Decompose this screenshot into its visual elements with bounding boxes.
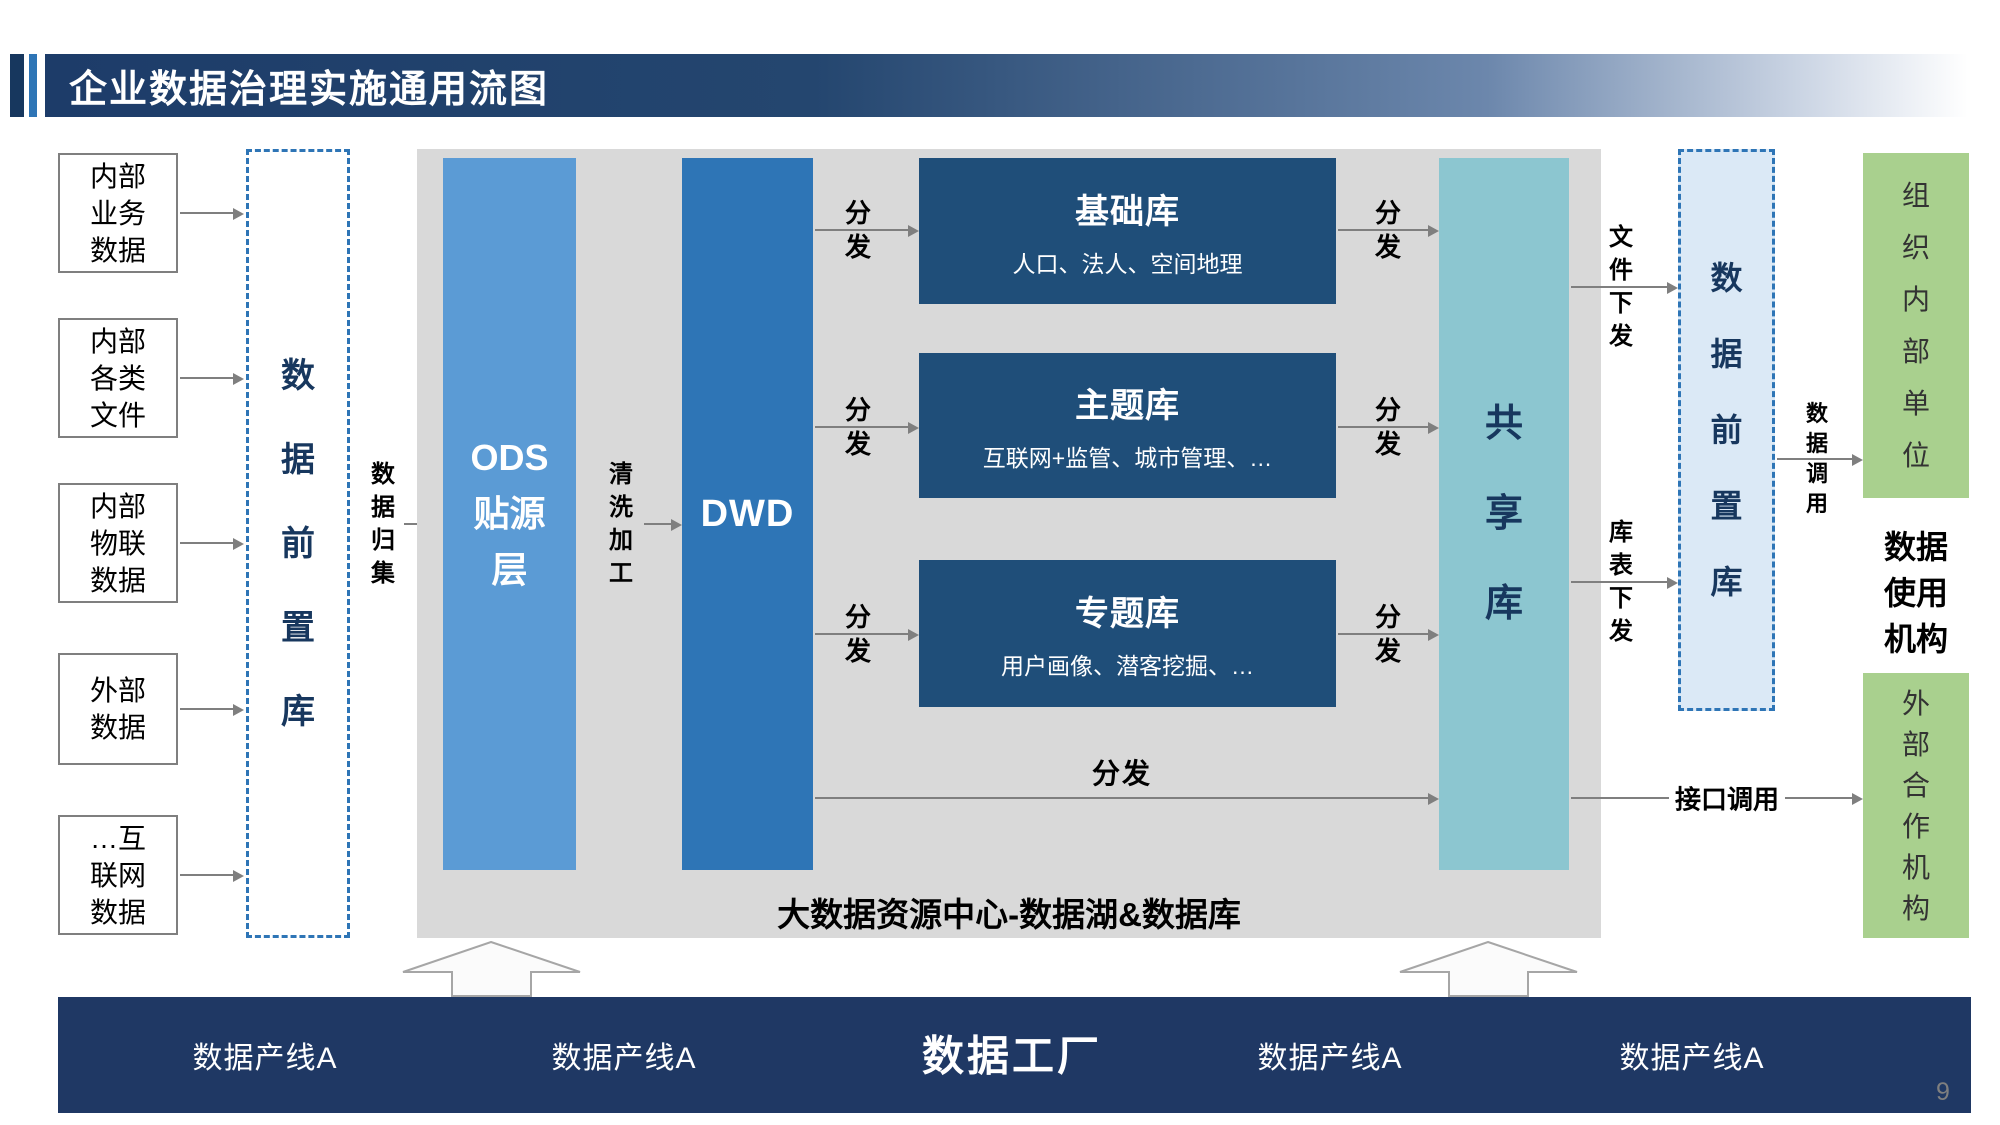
arrow-data-call <box>1777 454 1863 466</box>
factory-title: 数据工厂 <box>921 1032 1103 1080</box>
source-box-label: 内部 业务 数据 <box>89 160 146 266</box>
dwd-layer-box: DWD <box>682 158 813 870</box>
factory-line-2: 数据产线A <box>551 1042 697 1075</box>
staging-db-right: 数 据 前 置 库 <box>1678 149 1775 711</box>
flow-label-distribute: 分 发 <box>1374 395 1402 459</box>
factory-line-1: 数据产线A <box>192 1042 338 1075</box>
share-db-box: 共 享 库 <box>1439 158 1569 870</box>
staging-db-left-label: 数 据 前 置 库 <box>281 356 315 731</box>
source-box-internal-files: 内部 各类 文件 <box>58 318 178 438</box>
arrow-source-1 <box>180 208 244 220</box>
library-subtitle: 互联网+监管、城市管理、… <box>982 445 1273 471</box>
arrow-distribute-bottom <box>815 793 1439 805</box>
ods-layer-box: ODS 贴源 层 <box>443 158 576 870</box>
source-box-external-data: 外部 数据 <box>58 653 178 765</box>
consumer-internal-org-label: 组 织 内 部 单 位 <box>1901 179 1930 471</box>
flow-label-clean: 清 洗 加 工 <box>609 461 633 587</box>
flow-label-distribute: 分 发 <box>844 395 872 459</box>
source-box-label: 内部 物联 数据 <box>89 490 146 596</box>
arrow-source-3 <box>180 538 244 550</box>
arrow-source-2 <box>180 373 244 385</box>
arrow-share-theme <box>1338 422 1439 434</box>
flow-label-distribute: 分 发 <box>844 602 872 666</box>
ods-layer-label: ODS 贴源 层 <box>470 437 549 590</box>
share-db-label: 共 享 库 <box>1484 403 1523 625</box>
factory-bar <box>58 997 1971 1113</box>
title-accent-bar-dark <box>10 54 24 117</box>
flow-label-table-down: 库 表 下 发 <box>1609 519 1633 645</box>
arrow-file-down <box>1571 282 1678 294</box>
library-subtitle: 人口、法人、空间地理 <box>1012 250 1243 277</box>
source-box-label: …互 联网 数据 <box>89 822 146 928</box>
source-box-label: 外部 数据 <box>89 675 146 743</box>
library-box-theme: 主题库 互联网+监管、城市管理、… <box>919 353 1336 498</box>
arrow-table-down <box>1571 577 1678 589</box>
source-box-internal-business: 内部 业务 数据 <box>58 153 178 273</box>
factory-line-4: 数据产线A <box>1619 1042 1765 1075</box>
page-title: 企业数据治理实施通用流图 <box>69 69 550 111</box>
flow-label-api-call: 接口调用 <box>1668 777 1786 819</box>
library-box-special: 专题库 用户画像、潜客挖掘、… <box>919 560 1336 707</box>
source-box-internal-iot: 内部 物联 数据 <box>58 483 178 603</box>
arrow-source-5 <box>180 870 244 882</box>
arrow-source-4 <box>180 704 244 716</box>
flow-label-distribute: 分 发 <box>844 198 872 262</box>
library-title: 基础库 <box>1075 192 1180 231</box>
page-number: 9 <box>1936 1078 1950 1106</box>
library-subtitle: 用户画像、潜客挖掘、… <box>1001 653 1254 679</box>
title-accent-bar-light <box>29 54 37 117</box>
dwd-layer-label: DWD <box>700 492 795 535</box>
flow-label-distribute: 分 发 <box>1374 198 1402 262</box>
arrow-distribute-base <box>815 225 919 237</box>
staging-db-right-label: 数 据 前 置 库 <box>1710 260 1743 600</box>
arrow-share-special <box>1338 629 1439 641</box>
flow-label-data-call: 数 据 调 用 <box>1805 401 1829 516</box>
arrow-clean <box>644 519 682 531</box>
library-title: 专题库 <box>1075 595 1180 633</box>
factory-line-3: 数据产线A <box>1257 1042 1403 1075</box>
consumer-internal-org-box: 组 织 内 部 单 位 <box>1863 153 1969 498</box>
library-title: 主题库 <box>1075 387 1180 425</box>
library-box-base: 基础库 人口、法人、空间地理 <box>919 158 1336 304</box>
flow-label-distribute-bottom: 分发 <box>1091 758 1153 789</box>
staging-db-left: 数 据 前 置 库 <box>246 149 350 938</box>
source-box-label: 内部 各类 文件 <box>89 325 146 431</box>
flow-label-collect: 数 据 归 集 <box>371 461 395 587</box>
datacenter-caption: 大数据资源中心-数据湖&数据库 <box>777 896 1241 933</box>
arrow-distribute-special <box>815 629 919 641</box>
title-bar: 企业数据治理实施通用流图 <box>45 54 1968 117</box>
up-arrow-right <box>1399 941 1578 997</box>
arrow-share-base <box>1338 225 1439 237</box>
consumer-external-org-label: 外 部 合 作 机 构 <box>1901 687 1930 924</box>
consumer-external-org-box: 外 部 合 作 机 构 <box>1863 673 1969 938</box>
consumer-middle-label: 数据 使用 机构 <box>1883 529 1948 657</box>
flow-label-file-down: 文 件 下 发 <box>1609 224 1633 350</box>
up-arrow-left <box>402 941 581 997</box>
source-box-internet-data: …互 联网 数据 <box>58 815 178 935</box>
arrow-distribute-theme <box>815 422 919 434</box>
flow-label-distribute: 分 发 <box>1374 602 1402 666</box>
